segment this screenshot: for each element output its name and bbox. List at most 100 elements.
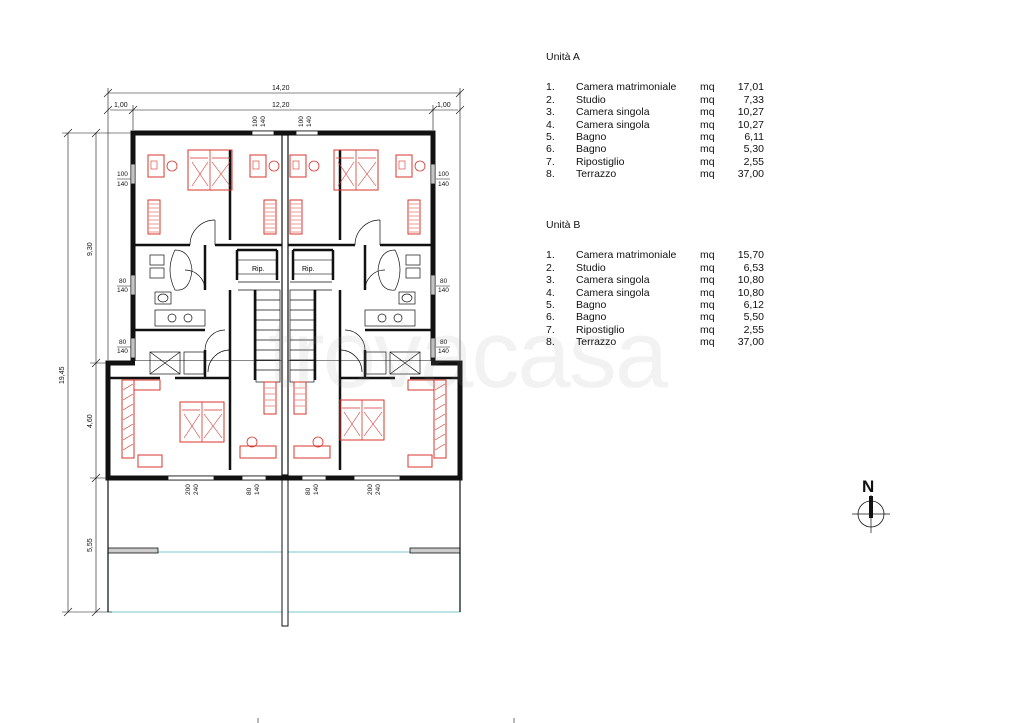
window-right-3-w: 80: [440, 339, 448, 346]
party-wall: [281, 134, 289, 476]
room-name: Terrazzo: [576, 168, 617, 181]
unit-mq: mq: [700, 286, 715, 299]
bathroom-fixtures: [149, 249, 421, 375]
row-number: 8.: [546, 336, 555, 349]
unit-mq: mq: [700, 274, 715, 287]
room-area: 10,80: [737, 286, 764, 299]
unit-mq: mq: [700, 143, 715, 156]
dim-left-middle: 4,60: [87, 414, 94, 428]
room-area: 10,27: [737, 106, 764, 119]
room-name: Camera matrimoniale: [576, 81, 677, 94]
room-area: 7,33: [743, 93, 764, 106]
window-bottom-1-h: 240: [193, 484, 200, 495]
row-number: 2.: [546, 93, 555, 106]
legend-row: 3. Camera singola mq 10,27: [546, 106, 764, 118]
unit-mq: mq: [700, 249, 715, 262]
window-left-2-w: 80: [119, 278, 127, 285]
unit-mq: mq: [700, 298, 715, 311]
window-right-1-w: 100: [438, 171, 449, 178]
room-area: 10,80: [737, 274, 764, 287]
room-name: Bagno: [576, 311, 607, 324]
window-bottom-2-h: 140: [254, 484, 261, 495]
row-number: 6.: [546, 311, 555, 324]
dim-top-right: 1,00: [437, 102, 451, 109]
room-label-rip-b: Rip.: [302, 266, 315, 273]
room-name: Terrazzo: [576, 336, 617, 349]
room-area: 10,27: [737, 118, 764, 131]
row-number: 5.: [546, 298, 555, 311]
room-name: Camera singola: [576, 274, 650, 287]
watermark: trovacasa: [268, 301, 668, 408]
window-left-1-w: 100: [117, 171, 128, 178]
legend-row: 2. Studio mq 6,53: [546, 262, 764, 274]
terrace-rail-left: [107, 547, 159, 554]
room-name: Ripostiglio: [576, 323, 625, 336]
row-number: 5.: [546, 130, 555, 143]
unit-mq: mq: [700, 155, 715, 168]
unit-mq: mq: [700, 93, 715, 106]
terrace-rail-right: [409, 547, 461, 554]
unit-mq: mq: [700, 311, 715, 324]
storage-a: [237, 259, 277, 275]
window-bottom-4-h: 240: [375, 484, 382, 495]
room-name: Bagno: [576, 298, 607, 311]
room-name: Ripostiglio: [576, 155, 625, 168]
room-area: 6,53: [743, 261, 764, 274]
dim-left-total: 19,45: [59, 366, 66, 384]
furniture-unit-b: [289, 149, 447, 468]
row-number: 7.: [546, 155, 555, 168]
window-bottom-2-w: 80: [246, 487, 253, 495]
dim-left-upper: 9,30: [87, 242, 94, 256]
row-number: 6.: [546, 143, 555, 156]
row-number: 4.: [546, 286, 555, 299]
unit-mq: mq: [700, 261, 715, 274]
unit-mq: mq: [700, 130, 715, 143]
room-name: Camera singola: [576, 118, 650, 131]
room-name: Bagno: [576, 143, 607, 156]
room-area: 15,70: [737, 249, 764, 262]
window-top-b-h: 140: [306, 116, 313, 127]
window-top-a-h: 140: [260, 116, 267, 127]
window-bottom-3-w: 80: [305, 487, 312, 495]
room-name: Studio: [576, 93, 606, 106]
unit-mq: mq: [700, 323, 715, 336]
room-name: Camera singola: [576, 286, 650, 299]
row-number: 2.: [546, 261, 555, 274]
north-compass: [852, 495, 890, 533]
window-bottom-1-w: 200: [185, 484, 192, 495]
room-label-rip-a: Rip.: [252, 266, 265, 273]
window-right-2-w: 80: [440, 278, 448, 285]
room-name: Bagno: [576, 130, 607, 143]
compass-north-label: N: [862, 477, 874, 496]
dim-top-left: 1,00: [114, 102, 128, 109]
dim-left-lower: 5,55: [87, 538, 94, 552]
room-name: Camera singola: [576, 106, 650, 119]
legend-title: Unità B: [546, 219, 581, 231]
room-area: 17,01: [737, 81, 764, 94]
legend-title: Unità A: [546, 51, 580, 63]
unit-mq: mq: [700, 118, 715, 131]
legend-row: 2. Studio mq 7,33: [546, 94, 764, 106]
row-number: 3.: [546, 106, 555, 119]
unit-mq: mq: [700, 106, 715, 119]
window-bottom-4-w: 200: [367, 484, 374, 495]
room-name: Studio: [576, 261, 606, 274]
legend-row: 5. Bagno mq 6,11: [546, 131, 764, 143]
room-area: 5,30: [743, 143, 764, 156]
window-left-3-w: 80: [119, 339, 127, 346]
room-area: 6,11: [744, 130, 764, 143]
window-top-b-w: 100: [298, 116, 305, 127]
terrace-divider: [281, 467, 289, 627]
window-bottom-3-h: 140: [313, 484, 320, 495]
